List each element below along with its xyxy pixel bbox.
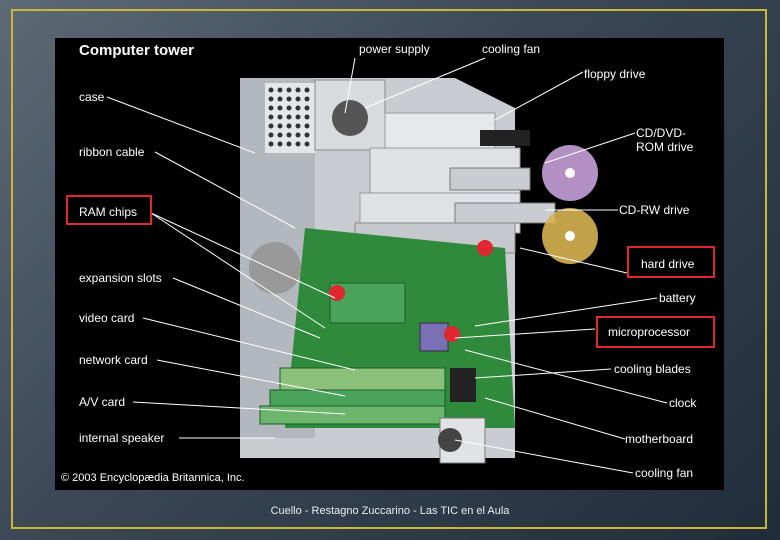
label-motherboard: motherboard	[625, 432, 694, 446]
label-cooling-blades: cooling blades	[614, 362, 691, 376]
microprocessor-marker	[444, 326, 460, 342]
highlight-ram-chips	[66, 195, 152, 225]
av-card-shape	[259, 405, 446, 425]
copyright-notice: © 2003 Encyclopædia Britannica, Inc.	[61, 472, 245, 484]
label-cd-dvd-rom-drive: CD/DVD- ROM drive	[636, 126, 694, 154]
vent-dots	[268, 87, 310, 147]
microprocessor-shape	[419, 322, 449, 352]
ram-chips-shape	[329, 282, 406, 324]
label-case: case	[79, 90, 105, 104]
label-network-card: network card	[79, 353, 148, 367]
network-card-shape	[269, 389, 446, 409]
video-card-shape	[279, 367, 446, 391]
fan-hub	[438, 428, 462, 452]
disc-hole-2	[565, 231, 575, 241]
label-ram-chips: RAM chips	[79, 205, 138, 219]
label-video-card: video card	[79, 311, 135, 325]
slide-footer: Cuello - Restagno Zuccarino - Las TIC en…	[270, 505, 510, 517]
label-clock: clock	[669, 396, 697, 410]
label-internal-speaker: internal speaker	[79, 431, 165, 445]
leader-lines	[106, 57, 668, 474]
floppy-bay-shape	[384, 112, 496, 154]
cooling-blades-shape	[450, 368, 476, 402]
ram-marker	[329, 285, 345, 301]
label-expansion-slots: expansion slots	[79, 271, 162, 285]
highlight-hard-drive	[627, 246, 715, 278]
label-cooling-fan-bottom: cooling fan	[635, 466, 694, 480]
power-supply-fan-shape	[332, 100, 368, 136]
hard-drive-marker	[477, 240, 493, 256]
disc-hole	[565, 168, 575, 178]
internal-speaker-shape	[249, 242, 301, 294]
diagram-panel: Computer tower case ribbon cable RAM chi…	[55, 38, 724, 490]
floppy-disk-shape	[480, 130, 530, 146]
slide-frame	[11, 9, 767, 529]
label-av-card: A/V card	[79, 395, 126, 409]
label-battery: battery	[659, 291, 696, 305]
cdrw-tray-shape	[454, 202, 556, 224]
label-cooling-fan-top: cooling fan	[482, 42, 541, 56]
label-ribbon-cable: ribbon cable	[79, 145, 145, 159]
label-hard-drive: hard drive	[641, 257, 695, 271]
diagram-title: Computer tower	[79, 42, 195, 59]
label-floppy-drive: floppy drive	[584, 67, 646, 81]
highlight-microprocessor	[596, 316, 715, 348]
label-cd-rw-drive: CD-RW drive	[619, 203, 690, 217]
computer-tower-illustration	[106, 57, 668, 474]
label-microprocessor: microprocessor	[608, 325, 691, 339]
label-power-supply: power supply	[359, 42, 430, 56]
power-supply-shape	[314, 79, 386, 151]
cdrom-tray-shape	[449, 167, 531, 191]
